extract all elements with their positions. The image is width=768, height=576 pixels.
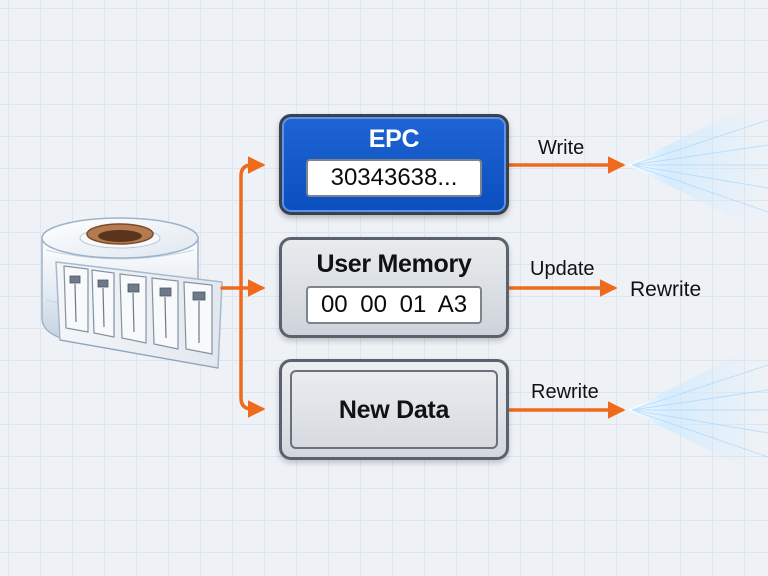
user-memory-title: User Memory xyxy=(316,250,472,278)
new-data-title: New Data xyxy=(338,396,450,424)
update-label: Update xyxy=(530,258,595,280)
arrow-to-epc xyxy=(239,156,266,290)
user-memory-value: 00 00 01 A3 xyxy=(306,286,482,324)
user-memory-block: User Memory 00 00 01 A3 xyxy=(279,237,509,338)
epc-value: 30343638... xyxy=(306,159,482,197)
new-data-block: New Data xyxy=(279,359,509,460)
epc-title: EPC xyxy=(368,125,420,153)
epc-block: EPC 30343638... xyxy=(279,114,509,215)
rewrite-label-bottom: Rewrite xyxy=(531,381,599,403)
new-data-frame xyxy=(290,370,498,449)
arrow-to-new-data xyxy=(239,286,266,418)
write-label: Write xyxy=(538,137,585,159)
rewrite-label-middle: Rewrite xyxy=(630,278,702,301)
